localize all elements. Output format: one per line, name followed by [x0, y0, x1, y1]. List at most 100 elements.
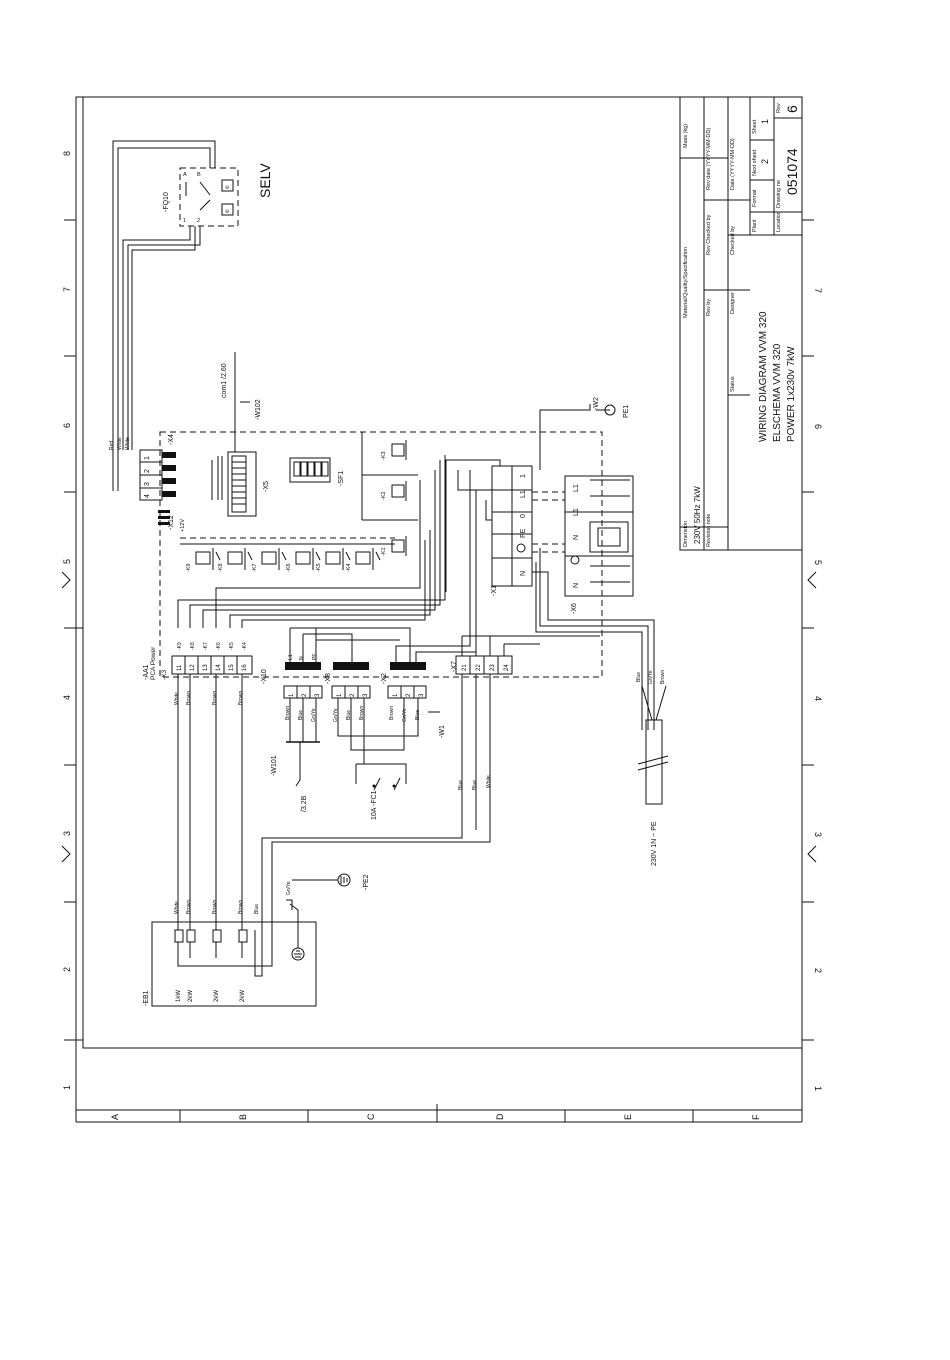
x1-label: -X1 — [491, 585, 498, 596]
relay-k7: -K7 — [252, 548, 287, 572]
rev-by-label: Rev by — [706, 299, 712, 316]
svg-text:4: 4 — [813, 696, 823, 701]
com1-ref: com1 /2.60 — [221, 363, 228, 398]
sf1-label: -SF1 — [338, 471, 345, 486]
sheet-frame — [61, 96, 817, 1123]
svg-text:2kW: 2kW — [214, 990, 220, 1002]
svg-text:White: White — [117, 437, 123, 450]
svg-text:PE: PE — [520, 528, 527, 538]
rev-checked-label: Rev Checked by — [706, 214, 712, 255]
ref-32b: /3.2B — [301, 795, 308, 812]
svg-text:Brown: Brown — [212, 900, 218, 914]
grid-col-5: 5 — [62, 559, 72, 564]
x8-label: -X8 — [325, 673, 332, 684]
w102-cable: -W102 com1 /2.60 — [221, 352, 262, 452]
title-line-3: POWER 1x230v 7kW — [786, 346, 797, 442]
svg-text:2kW: 2kW — [188, 990, 194, 1002]
svg-text:-K6: -K6 — [216, 642, 222, 650]
status-label: Status — [730, 376, 736, 392]
relay-k2: -K2 — [381, 481, 407, 501]
grid-row-e: E — [623, 1114, 633, 1120]
designer-label: Designer — [730, 292, 736, 314]
svg-text:23: 23 — [490, 664, 496, 671]
x6-label: -X6 — [571, 603, 578, 614]
svg-text:2: 2 — [302, 693, 308, 697]
svg-text:-K8: -K8 — [218, 563, 224, 572]
svg-text:L1: L1 — [573, 484, 580, 492]
svg-text:⊖: ⊖ — [225, 209, 229, 215]
svg-text:11: 11 — [177, 664, 183, 671]
eb1-label: -EB1 — [143, 990, 150, 1006]
pe2-label: -PE2 — [363, 874, 370, 890]
format-label: Format — [752, 189, 758, 207]
svg-text:Brown: Brown — [389, 706, 395, 720]
sheet-label: Sheet — [752, 119, 758, 134]
svg-text:2: 2 — [813, 968, 823, 973]
drawing-number: 051074 — [784, 148, 800, 195]
svg-text:1: 1 — [289, 693, 295, 697]
svg-text:3: 3 — [315, 693, 321, 697]
svg-text:16: 16 — [242, 664, 248, 671]
x1-terminal-block: N PE 0 L1 1 -X1 -W2 PE1 — [445, 397, 630, 596]
relay-k5: -K5 — [316, 548, 351, 572]
svg-text:-K5: -K5 — [229, 642, 235, 650]
relay-k8: -K8 — [218, 548, 253, 572]
svg-text:-K9: -K9 — [186, 563, 192, 572]
dimension-value: 230V 50Hz 7kW — [693, 486, 702, 544]
svg-text:1: 1 — [393, 693, 399, 697]
svg-text:Brown: Brown — [359, 706, 365, 720]
grid-col-3: 3 — [62, 831, 72, 836]
svg-text:White: White — [125, 437, 131, 450]
svg-text:3: 3 — [419, 693, 425, 697]
svg-text:Brown: Brown — [186, 691, 192, 705]
svg-text:-K9: -K9 — [177, 642, 183, 650]
svg-text:Blue: Blue — [254, 904, 260, 914]
x6-terminal-block: N N L1 L1 -X6 — [532, 475, 655, 730]
svg-text:-K7: -K7 — [252, 563, 258, 572]
grid-row-labels: A B C D E F — [110, 1113, 761, 1120]
relay-k6: -K6 — [286, 548, 321, 572]
svg-text:A: A — [183, 172, 187, 178]
svg-text:7: 7 — [813, 288, 823, 293]
x2-connector: 1 2 3 -X2 Brown Gn/Ye Blue -W1 — [381, 470, 477, 738]
w101-label: -W101 — [271, 755, 278, 776]
grid-col-2: 2 — [62, 967, 72, 972]
pe1-label: PE1 — [623, 405, 630, 418]
svg-text:3: 3 — [144, 482, 151, 486]
svg-text:Blue: Blue — [472, 780, 478, 790]
selv-fq10-switch: A B 1 2 ⊖ ⊖ -FQ10 SELV — [163, 163, 273, 227]
x10-label: -X10 — [261, 669, 268, 684]
fq10-label: -FQ10 — [163, 192, 170, 212]
grid-row-f: F — [751, 1114, 761, 1120]
svg-text:Blue: Blue — [636, 672, 642, 682]
svg-text:Blue: Blue — [346, 710, 352, 720]
svg-text:2kW: 2kW — [240, 990, 246, 1002]
supply-label: 230V 1N ~ PE — [651, 821, 658, 866]
grid-row-a: A — [110, 1114, 120, 1120]
svg-text:Brown: Brown — [285, 706, 291, 720]
svg-text:Gn/Ye: Gn/Ye — [648, 670, 654, 684]
revision-number: 6 — [784, 105, 800, 113]
aa1-label: -AA1 — [143, 664, 150, 680]
svg-text:-K6: -K6 — [286, 563, 292, 572]
x12-label: -X12 — [168, 515, 175, 530]
svg-text:1kW: 1kW — [176, 990, 182, 1002]
svg-text:-K2: -K2 — [381, 491, 387, 500]
location-label: Location — [776, 211, 782, 232]
supply-cable: Blue Gn/Ye Brown 230V 1N ~ PE — [636, 670, 669, 866]
svg-text:1: 1 — [813, 1086, 823, 1091]
title-block-labels: Mass (kg) Material/Quality/Specification… — [683, 103, 782, 547]
x5-label: -X5 — [263, 481, 270, 492]
pcb-outline — [159, 431, 603, 678]
svg-text:PE: PE — [312, 653, 318, 660]
svg-text:N: N — [520, 571, 527, 576]
next-sheet-value: 2 — [760, 159, 770, 164]
plant-label: Plant — [752, 219, 758, 232]
rev-label: Rev — [776, 103, 782, 113]
svg-text:21: 21 — [462, 664, 468, 671]
relay-bus: +12V — [180, 432, 418, 545]
grid-row-d: D — [495, 1113, 505, 1120]
grid-row-b: B — [238, 1114, 248, 1120]
x7-label: -X7 — [451, 661, 458, 672]
